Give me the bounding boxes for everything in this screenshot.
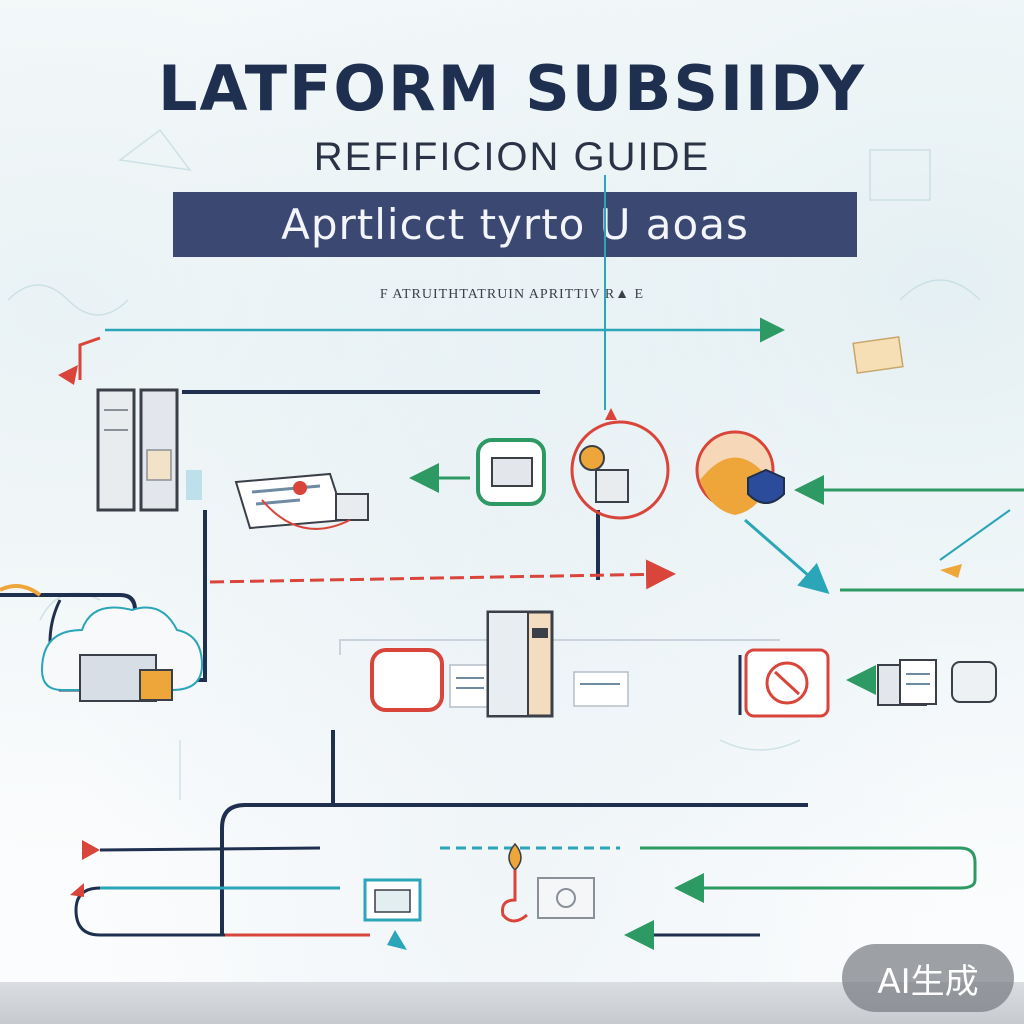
connector-line [209, 559, 676, 590]
connector-line [78, 336, 101, 380]
cloud-devices-icon [0, 584, 204, 702]
banner-text: Aprtlicct tyrto U aoas [281, 200, 749, 249]
gear-icon [570, 408, 670, 520]
connector-line [640, 846, 977, 903]
connector-line [939, 509, 1011, 561]
document-icon [234, 472, 369, 530]
connector-line [220, 803, 808, 935]
ai-generated-label: AI生成 [877, 961, 979, 1002]
connector-line [744, 518, 830, 594]
page-subtitle: REFIFICION GUIDE [313, 135, 711, 179]
arrow-tip [82, 840, 100, 860]
server-icon [370, 610, 629, 718]
server-cabinet-icon [96, 388, 202, 512]
photo-icon [537, 877, 595, 919]
arrow-tip [58, 365, 78, 385]
note-sketch [852, 336, 962, 578]
connector-line [339, 639, 780, 655]
banner: Aprtlicct tyrto U aoas [173, 192, 857, 257]
map-pin-icon [501, 842, 528, 923]
arrow-tip [70, 883, 84, 897]
device-screen-icon [363, 878, 422, 950]
target-icon [744, 648, 830, 718]
shield-icon [747, 468, 785, 504]
page-title: LATFORM SUBSIIDY [158, 52, 866, 125]
connector-line [99, 846, 321, 852]
monitor-icon [476, 438, 546, 506]
devices-icon [877, 659, 997, 706]
connector-line [74, 886, 370, 937]
caption: F ATRUITHTATRUIN APRITTIV R▲ E [379, 287, 645, 302]
ai-generated-badge: AI生成 [842, 944, 1014, 1012]
